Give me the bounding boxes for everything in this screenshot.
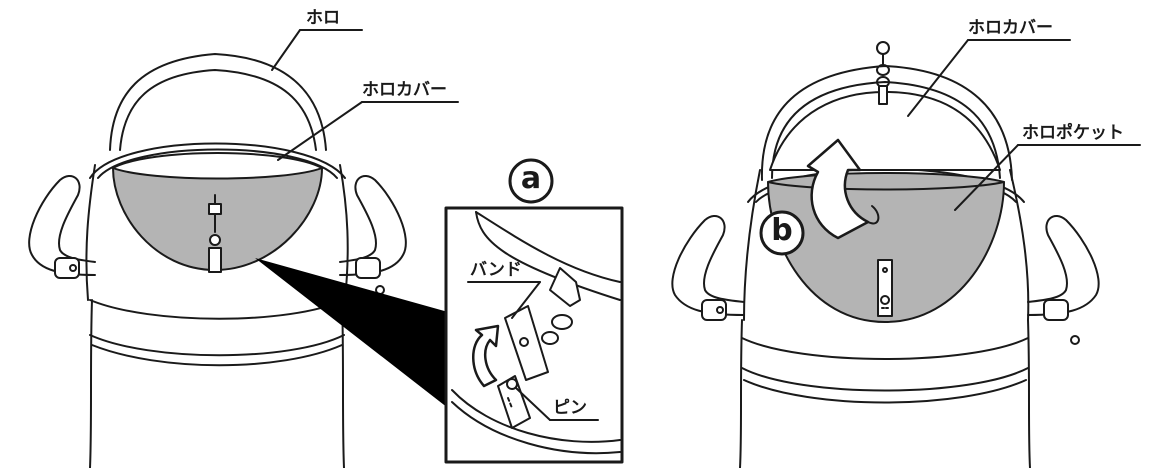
left-hood (110, 54, 326, 150)
marker-a-label: a (511, 160, 551, 200)
right-stroller (672, 42, 1098, 468)
label-hood-cover-right: ホロカバー (968, 18, 1053, 38)
marker-b-label: b (762, 212, 802, 252)
label-hood-left: ホロ (306, 8, 340, 28)
label-hood-cover-left: ホロカバー (362, 80, 447, 100)
label-pin: ピン (553, 398, 587, 418)
detail-inset (446, 208, 622, 462)
callout-wedge (255, 258, 448, 408)
label-band: バンド (470, 260, 522, 280)
left-stroller (29, 54, 406, 468)
label-hood-pocket: ホロポケット (1022, 123, 1124, 143)
